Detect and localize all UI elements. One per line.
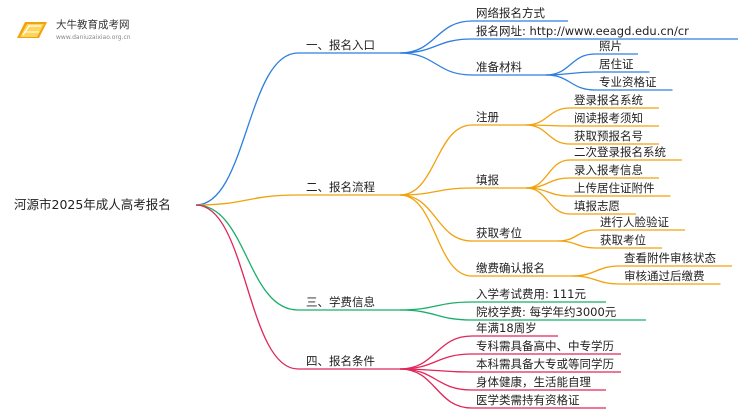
leaf-connector [571,265,621,277]
book-logo-icon [17,22,47,38]
leaf-connector [545,74,596,91]
child-connector [399,20,473,54]
leaf-connector [557,240,597,249]
child-node: 填报 [476,173,499,187]
child-connector [399,194,473,277]
leaf-node: 审核通过后缴费 [624,269,705,283]
leaf-node: 阅读报考须知 [574,111,643,125]
leaf-node: 查看附件审核状态 [624,251,716,265]
leaf-node: 获取考位 [600,233,646,247]
branch-node: 二、报名流程 [306,180,375,194]
branch-node: 一、报名入口 [306,38,375,52]
leaf-node: 录入报考信息 [574,163,643,177]
child-node: 身体健康，生活能自理 [476,375,591,389]
child-connector [399,368,473,409]
branch-connector [195,204,299,370]
child-node: 准备材料 [476,60,522,74]
leaf-node: 专业资格证 [599,75,657,89]
leaf-connector [557,229,597,242]
branch-node: 三、学费信息 [306,295,375,309]
child-connector [399,353,473,370]
child-node: 缴费确认报名 [476,261,545,275]
branch-connector [195,194,299,206]
child-node: 专科需具备高中、中专学历 [476,339,614,353]
logo-title: 大牛教育成考网 [56,19,130,31]
child-node: 入学考试费用: 111元 [476,287,586,301]
child-connector [399,52,473,76]
leaf-node: 获取预报名号 [574,129,643,143]
branch-connector [195,52,299,206]
leaf-node: 照片 [599,39,622,53]
leaf-connector [545,71,596,76]
child-connector [399,301,473,311]
child-node: 年满18周岁 [476,321,537,335]
leaf-node: 填报志愿 [574,199,620,213]
logo: 大牛教育成考网 www.daniuzaixiao.org.cn [14,14,144,48]
child-connector [399,335,473,370]
child-connector [399,124,473,196]
branch-node: 四、报名条件 [306,354,375,368]
leaf-connector [525,124,571,145]
logo-url: www.daniuzaixiao.org.cn [56,34,131,41]
leaf-node: 登录报名系统 [574,93,643,107]
leaf-connector [571,275,621,285]
root-node: 河源市2025年成人高考报名 [14,197,171,212]
child-node: 报名网址: http://www.eeagd.edu.cn/cr [476,24,689,38]
child-node: 医学类需持有资格证 [476,393,580,407]
branch-connector [195,204,299,311]
child-node: 获取考位 [476,226,522,240]
leaf-connector [525,187,571,215]
child-node: 注册 [476,110,499,124]
child-connector [399,187,473,196]
leaf-connector [525,107,571,126]
child-connector [399,38,473,54]
leaf-connector [525,159,571,189]
child-connector [399,309,473,321]
child-node: 本科需具备大专或等同学历 [476,357,614,371]
leaf-node: 二次登录报名系统 [574,145,666,159]
leaf-node: 上传居住证附件 [574,181,655,195]
leaf-node: 进行人脸验证 [600,215,669,229]
child-connector [399,194,473,242]
child-node: 网络报名方式 [476,6,545,20]
leaf-node: 居住证 [599,57,634,71]
child-node: 院校学费: 每学年约3000元 [476,305,617,319]
